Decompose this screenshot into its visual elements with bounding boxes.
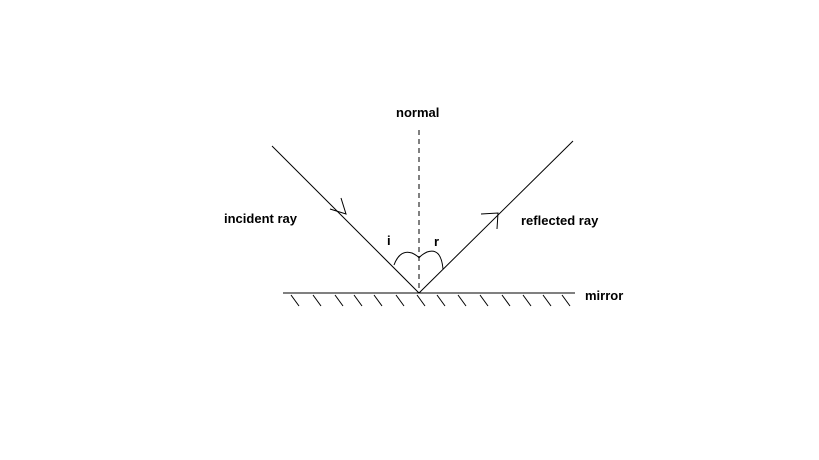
mirror-label: mirror: [585, 288, 623, 303]
angle-r-label: r: [434, 234, 439, 249]
incident-arrowhead: [329, 197, 347, 215]
normal-label: normal: [396, 105, 439, 120]
angle-i-arc: [393, 251, 420, 266]
reflected-ray-line: [418, 140, 574, 294]
incident-ray-label: incident ray: [224, 211, 298, 226]
reflected-ray-label: reflected ray: [521, 213, 599, 228]
reflected-arrowhead: [480, 212, 499, 230]
incident-ray-line: [271, 145, 420, 294]
angle-r-arc: [418, 250, 444, 270]
mirror: [283, 292, 575, 307]
angle-i-label: i: [387, 233, 391, 248]
mirror-hatching: [290, 294, 571, 307]
